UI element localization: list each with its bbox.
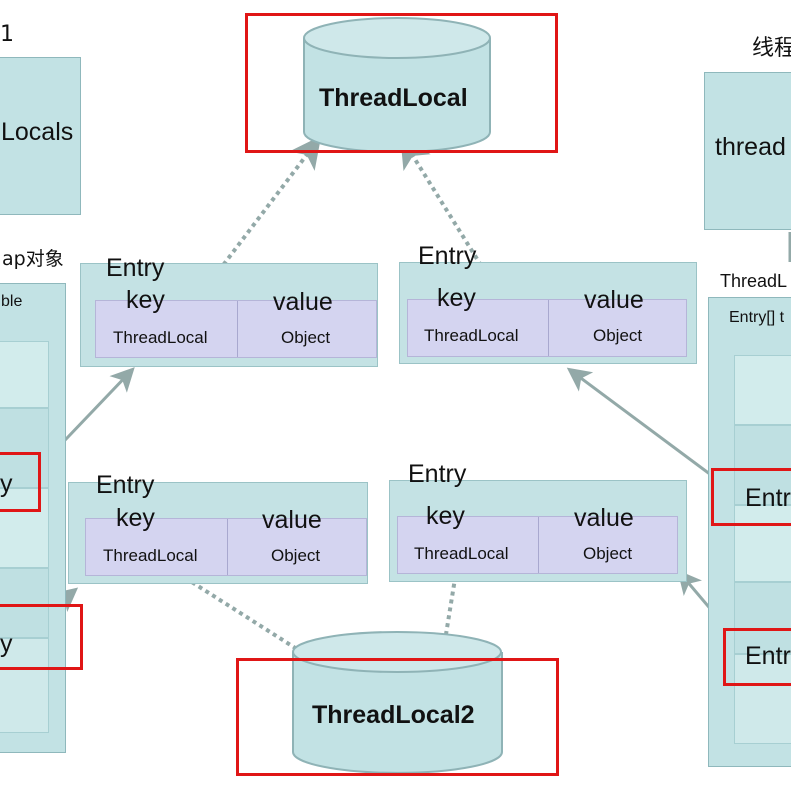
right-table-slot-0: [734, 355, 791, 425]
left-table-slot-3: [0, 568, 49, 638]
left-entry-highlight-2: [0, 604, 83, 670]
entry-d-key-type: ThreadLocal: [414, 544, 509, 563]
entry-a-key: key: [126, 286, 165, 314]
right-entry-fragment-2: Entr: [745, 642, 791, 670]
entry-b-kv-cells: [407, 299, 687, 357]
entry-b-value-type: Object: [593, 326, 643, 345]
entry-a-value-type: Object: [281, 328, 331, 347]
entry-b-value: value: [584, 286, 644, 314]
left-map-label: ap对象: [2, 248, 64, 270]
entry-a-key-type: ThreadLocal: [113, 328, 208, 347]
left-table-slot-1: [0, 408, 49, 488]
entry-c-key-type: ThreadLocal: [103, 546, 198, 565]
dotted-arrow-entry-d-to-threadlocal2: [425, 559, 460, 696]
left-thread-locals-label: Locals: [1, 118, 74, 146]
entry-d-kv-cells: [397, 516, 678, 574]
entry-a-kv-cells: [95, 300, 377, 358]
right-table-slot-2: [734, 505, 791, 582]
right-entry-fragment-1: Entr: [745, 484, 791, 512]
left-entry-fragment-2: y: [0, 630, 13, 658]
right-map-box: Entry[] t: [708, 297, 791, 767]
right-map-label: ThreadL: [720, 271, 788, 291]
entry-b-key: key: [437, 284, 476, 312]
left-table-slot-0: [0, 341, 49, 408]
entry-b-key-type: ThreadLocal: [424, 326, 519, 345]
right-table-slot-4: [734, 654, 791, 744]
left-thread-title: 1: [0, 22, 14, 47]
entry-d-key: key: [426, 502, 465, 530]
entry-c-value-type: Object: [271, 546, 321, 565]
left-map-box: ble: [0, 283, 66, 753]
threadlocal2-highlight: [236, 658, 559, 776]
right-thread-locals-label: thread: [715, 133, 786, 161]
threadlocal-label: ThreadLocal: [319, 84, 468, 112]
dotted-arrow-entry-c-to-threadlocal2: [163, 563, 363, 691]
threadlocal-highlight: [245, 13, 558, 153]
right-thread-locals-box: thread: [704, 72, 791, 230]
right-table-slot-1: [734, 425, 791, 505]
entry-b-title: Entry: [418, 242, 477, 270]
entry-d-value: value: [574, 504, 634, 532]
left-table-label: ble: [1, 293, 23, 310]
left-thread-locals-box: Locals: [0, 57, 81, 215]
threadlocal2-label: ThreadLocal2: [312, 701, 475, 729]
entry-d-value-type: Object: [583, 544, 633, 563]
left-table-slot-4: [0, 638, 49, 733]
entry-c-value: value: [262, 506, 322, 534]
right-table-label: Entry[] t: [729, 309, 785, 326]
entry-a-title: Entry: [106, 254, 165, 282]
left-entry-fragment-1: y: [0, 470, 13, 498]
left-entry-highlight-1: [0, 452, 41, 512]
right-entry-highlight-1: [711, 468, 791, 526]
entry-c-title: Entry: [96, 471, 155, 499]
dotted-arrow-entry-a-to-threadlocal: [178, 135, 322, 324]
entry-c-kv-cells: [85, 518, 367, 576]
right-thread-title: 线程: [752, 36, 791, 61]
entry-a-value: value: [273, 288, 333, 316]
right-table-slot-3: [734, 582, 791, 654]
entry-c-key: key: [116, 504, 155, 532]
entry-d-title: Entry: [408, 460, 467, 488]
right-entry-highlight-2: [723, 628, 791, 686]
